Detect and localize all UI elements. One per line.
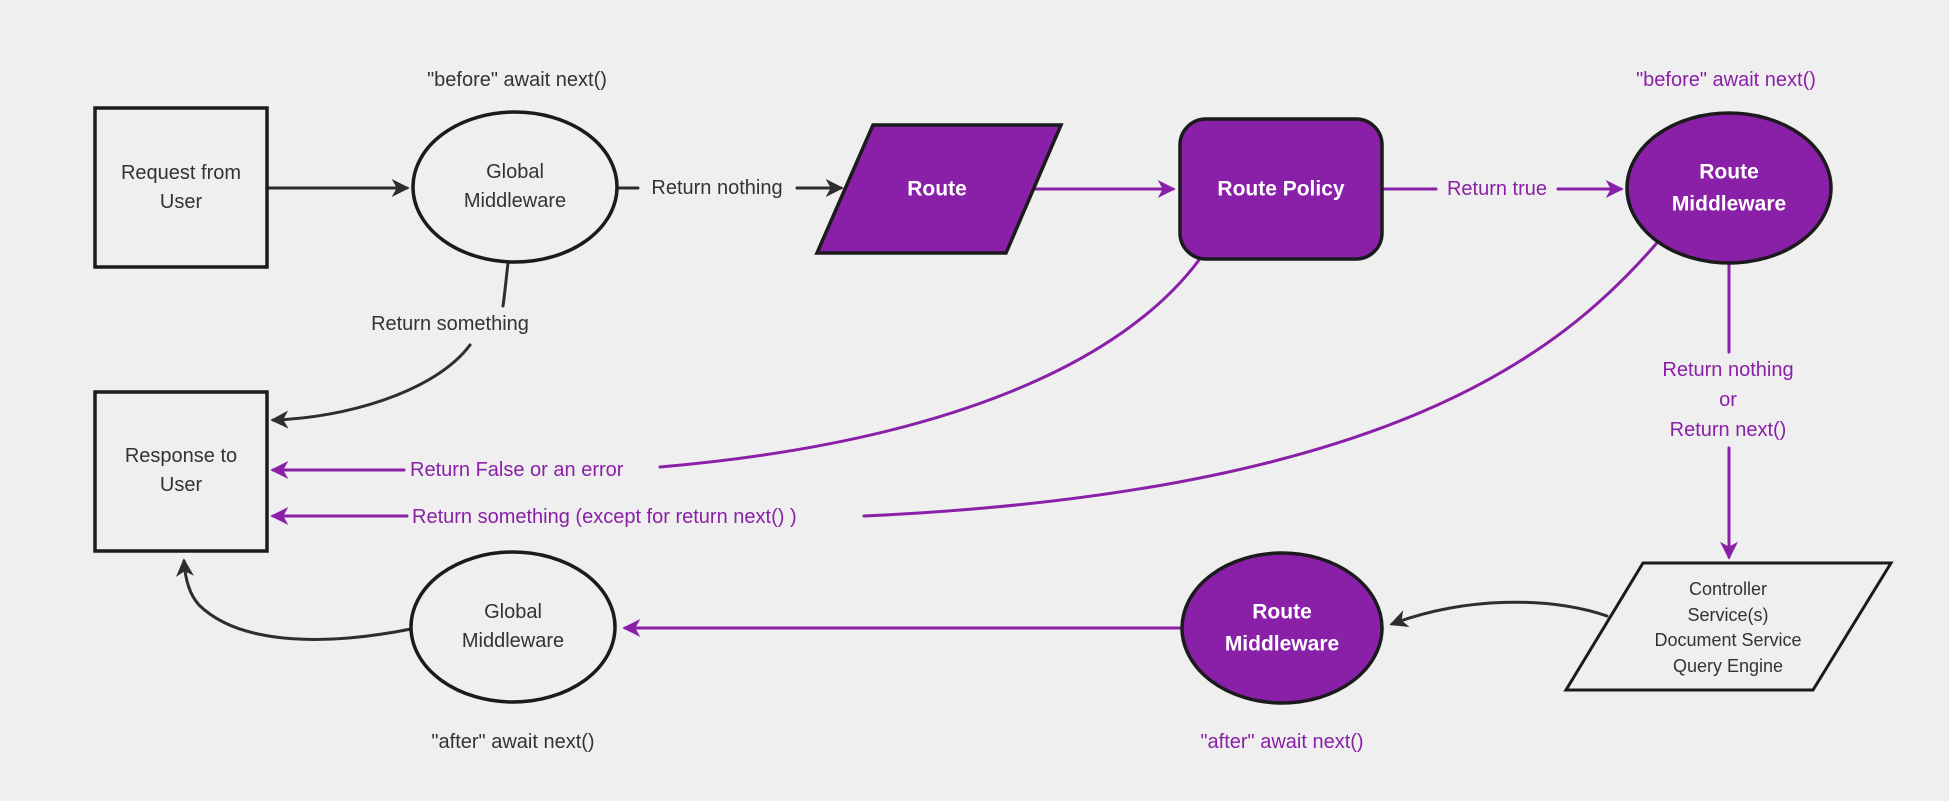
after-await-next-route-label: "after" await next() [1200,731,1364,753]
controller-services-label: Controller Service(s) Document Service Q… [1654,578,1802,676]
node-response-to-user [93,390,269,553]
global-middleware-bottom-label: Global Middleware [461,601,565,652]
node-route-middleware-top [1625,111,1833,265]
node-global-middleware-bottom [409,550,617,704]
return-something-except-label: Return something (except for return next… [412,506,797,528]
edge-controller-to-route-middleware-bottom [1389,600,1609,628]
edge-return-false-curve [658,258,1201,469]
return-true-label: Return true [1446,178,1548,200]
edge-return-something-except-curve [862,242,1658,518]
route-label: Route [907,177,967,201]
node-global-middleware-top [411,110,619,264]
route-policy-label: Route Policy [1217,177,1345,201]
edge-return-something-stub [501,261,510,308]
after-await-next-global-label: "after" await next() [431,731,595,753]
return-nothing-label: Return nothing [651,177,783,199]
edge-global-middleware-to-response [175,558,413,641]
return-false-or-error-label: Return False or an error [410,459,624,481]
request-from-user-label: Request from User [120,162,242,213]
before-await-next-global-label: "before" await next() [427,69,607,91]
before-await-next-route-label: "before" await next() [1636,69,1816,91]
node-route [814,123,1064,255]
route-middleware-bottom-label: Route Middleware [1224,600,1340,656]
node-request-from-user [93,106,269,269]
node-route-policy [1178,117,1384,261]
node-controller-services [1563,561,1894,692]
edge-return-something-arrow [270,343,472,429]
node-route-middleware-bottom [1180,551,1384,705]
return-nothing-or-next-label: Return nothing or Return next() [1662,359,1794,441]
return-something-label: Return something [371,313,529,335]
response-to-user-label: Response to User [124,445,238,496]
route-middleware-top-label: Route Middleware [1671,160,1787,216]
global-middleware-top-label: Global Middleware [463,161,567,212]
